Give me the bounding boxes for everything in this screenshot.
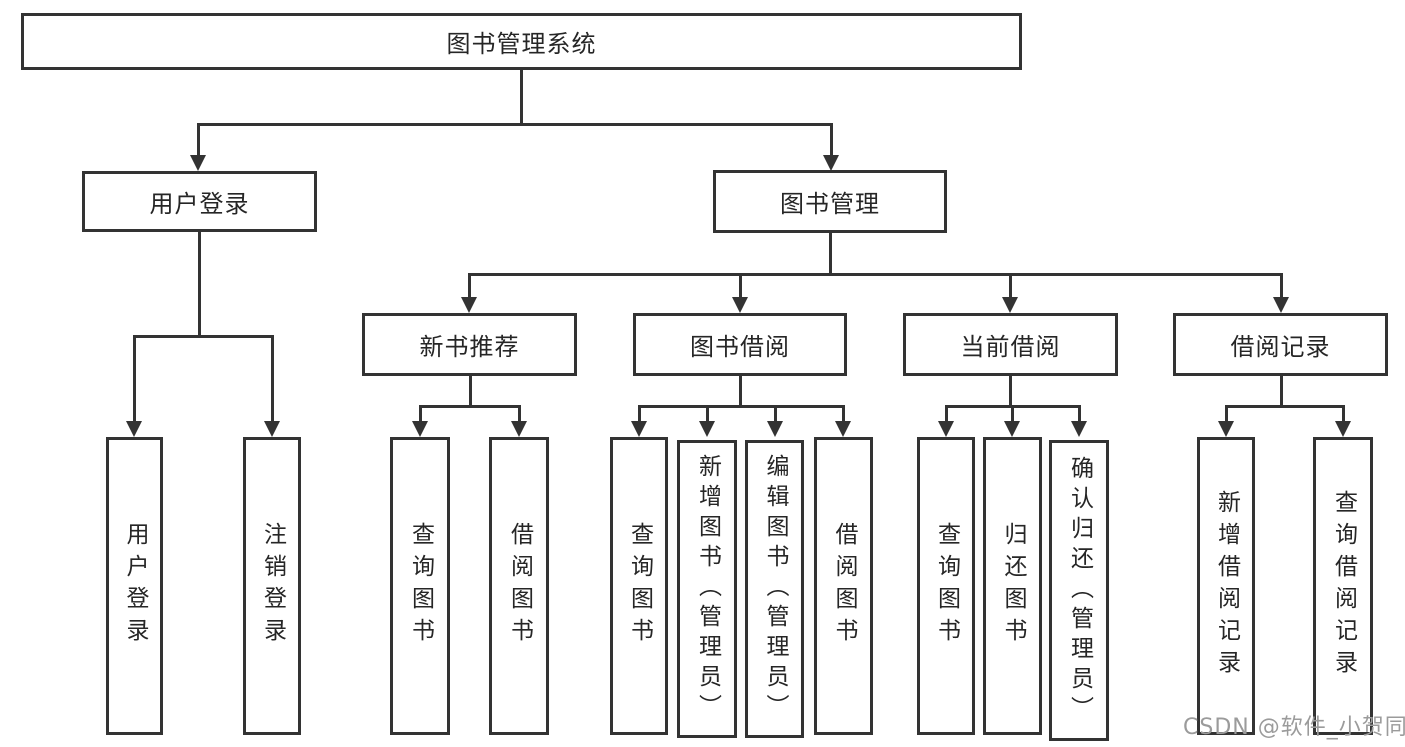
arrow-down-icon [264, 421, 280, 437]
watermark: CSDN @软件_小贺同学 [1183, 715, 1405, 740]
arrow-down-icon [1002, 297, 1018, 313]
connector-root-stem [520, 70, 523, 123]
arrow-down-icon [823, 155, 839, 171]
node-book-borrowing-label: 图书借阅 [690, 333, 790, 361]
connector-stub [739, 273, 742, 297]
leaf-user-login: 用户登录 [106, 437, 163, 735]
leaf-bb-borrow-books-label: 借阅图书 [831, 522, 857, 650]
leaf-bb-add-books-label: 新增图书（管理员） [694, 454, 721, 724]
arrow-down-icon [1273, 297, 1289, 313]
connector-nbr-branch [419, 405, 521, 408]
connector-stub [1225, 405, 1228, 421]
node-book-borrowing: 图书借阅 [633, 313, 847, 376]
connector-stub [518, 405, 521, 421]
leaf-user-login-label: 用户登录 [122, 522, 148, 650]
leaf-cb-confirm-return-label: 确认归还（管理员） [1066, 455, 1093, 726]
connector-stub [197, 123, 200, 155]
leaf-cb-confirm-return: 确认归还（管理员） [1049, 440, 1109, 741]
arrow-down-icon [190, 155, 206, 171]
node-new-book-recommend: 新书推荐 [362, 313, 577, 376]
connector-stub [638, 405, 641, 421]
connector-stub [1280, 273, 1283, 297]
leaf-bb-edit-books-label: 编辑图书（管理员） [762, 454, 788, 724]
connector-book-mgmt-stem [829, 233, 832, 273]
leaf-br-add-record: 新增借阅记录 [1197, 437, 1255, 735]
connector-user-login-branch [133, 335, 274, 338]
leaf-nbr-borrow-books-label: 借阅图书 [506, 522, 533, 650]
arrow-down-icon [1335, 421, 1351, 437]
arrow-down-icon [461, 297, 477, 313]
leaf-br-query-record-label: 查询借阅记录 [1330, 490, 1357, 682]
connector-stub [945, 405, 948, 421]
connector-bb-stem [739, 376, 742, 405]
connector-stub [271, 335, 274, 421]
leaf-logout-label: 注销登录 [259, 522, 286, 650]
leaf-nbr-borrow-books: 借阅图书 [489, 437, 549, 735]
node-new-book-recommend-label: 新书推荐 [419, 333, 520, 361]
connector-stub [830, 123, 833, 155]
arrow-down-icon [1071, 421, 1087, 437]
arrow-down-icon [1218, 421, 1234, 437]
node-user-login-label: 用户登录 [149, 190, 250, 218]
connector-stub [1009, 273, 1012, 297]
arrow-down-icon [767, 421, 783, 437]
leaf-cb-return-books: 归还图书 [983, 437, 1042, 735]
node-user-login: 用户登录 [82, 171, 317, 232]
connector-bb-branch [638, 405, 845, 408]
leaf-bb-query-books-label: 查询图书 [626, 522, 653, 650]
leaf-nbr-query-books: 查询图书 [390, 437, 450, 735]
leaf-bb-query-books: 查询图书 [610, 437, 668, 735]
arrow-down-icon [1004, 421, 1020, 437]
node-borrowing-records-label: 借阅记录 [1230, 333, 1331, 361]
arrow-down-icon [412, 421, 428, 437]
node-current-borrowing-label: 当前借阅 [960, 333, 1061, 361]
arrow-down-icon [732, 297, 748, 313]
connector-book-mgmt-branch [468, 273, 1283, 276]
connector-stub [774, 405, 777, 421]
connector-root-branch [197, 123, 833, 126]
connector-stub [842, 405, 845, 421]
node-book-management-label: 图书管理 [780, 190, 880, 218]
node-root-label: 图书管理系统 [446, 30, 597, 58]
arrow-down-icon [631, 421, 647, 437]
connector-stub [1078, 405, 1081, 421]
leaf-cb-query-books-label: 查询图书 [933, 522, 960, 650]
leaf-nbr-query-books-label: 查询图书 [407, 522, 434, 650]
node-root: 图书管理系统 [21, 13, 1022, 70]
connector-cb-stem [1009, 376, 1012, 405]
connector-br-stem [1280, 376, 1283, 405]
connector-stub [1011, 405, 1014, 421]
node-borrowing-records: 借阅记录 [1173, 313, 1388, 376]
arrow-down-icon [938, 421, 954, 437]
leaf-bb-add-books: 新增图书（管理员） [677, 440, 737, 738]
leaf-logout: 注销登录 [243, 437, 301, 735]
connector-br-branch [1225, 405, 1345, 408]
arrow-down-icon [835, 421, 851, 437]
arrow-down-icon [511, 421, 527, 437]
leaf-bb-borrow-books: 借阅图书 [814, 437, 873, 735]
connector-stub [419, 405, 422, 421]
leaf-cb-return-books-label: 归还图书 [1000, 522, 1026, 650]
leaf-br-add-record-label: 新增借阅记录 [1213, 490, 1240, 682]
connector-stub [706, 405, 709, 421]
leaf-br-query-record: 查询借阅记录 [1313, 437, 1373, 735]
leaf-cb-query-books: 查询图书 [917, 437, 975, 735]
connector-stub [468, 273, 471, 297]
node-book-management: 图书管理 [713, 170, 947, 233]
connector-stub [133, 335, 136, 421]
arrow-down-icon [126, 421, 142, 437]
connector-nbr-stem [469, 376, 472, 405]
connector-user-login-stem [198, 232, 201, 335]
node-current-borrowing: 当前借阅 [903, 313, 1118, 376]
connector-stub [1342, 405, 1345, 421]
arrow-down-icon [699, 421, 715, 437]
leaf-bb-edit-books: 编辑图书（管理员） [745, 440, 804, 738]
